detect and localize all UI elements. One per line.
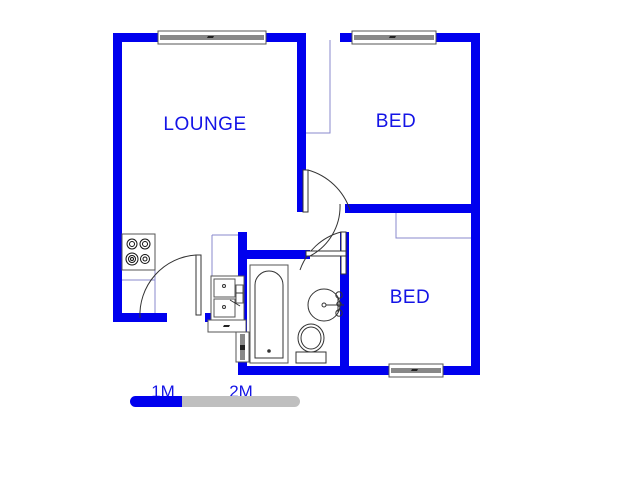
- doors: [139, 169, 351, 319]
- walls: [113, 33, 480, 375]
- windows: [157, 30, 444, 378]
- wall-south-bed-right: [443, 366, 480, 375]
- door-lounge-kitchen: [139, 254, 202, 319]
- wall-bed-bottom-west: [340, 232, 349, 375]
- scale-bar-segment-grey: [182, 396, 300, 407]
- wall-hall-north: [345, 204, 472, 213]
- fixtures-bathroom: [249, 264, 344, 364]
- room-label-bed-bottom: BED: [389, 287, 431, 308]
- bathtub-icon: [249, 264, 289, 364]
- room-label-lounge: LOUNGE: [163, 114, 247, 135]
- window-bed-bottom-south: [388, 363, 444, 378]
- door-bed-top: [302, 169, 351, 213]
- window-lounge-north: [157, 30, 267, 45]
- wall-south-bed-left: [333, 366, 389, 375]
- wall-west: [113, 33, 122, 322]
- scale-bar-segment-blue: [130, 396, 182, 407]
- window-bathroom-west: [235, 331, 250, 363]
- wall-south-bathroom: [238, 366, 338, 375]
- stove-cooktop-icon: [121, 233, 156, 271]
- wall-partition-lounge-bed: [297, 33, 306, 212]
- wall-north-mid: [266, 33, 306, 42]
- fixtures-kitchen: [121, 233, 247, 333]
- window-bed-top-north: [351, 30, 437, 45]
- room-label-bed-top: BED: [375, 111, 417, 132]
- toilet-icon: [295, 323, 327, 364]
- wall-east: [471, 33, 480, 375]
- wash-basin-icon: [307, 288, 344, 322]
- door-bathroom: [305, 203, 347, 257]
- wall-north-right: [436, 33, 480, 42]
- wall-north-bed-left: [340, 33, 352, 42]
- scale-bar: [130, 396, 300, 407]
- wall-north-left: [113, 33, 158, 42]
- wall-bathroom-north: [238, 250, 310, 259]
- kitchen-sink-icon: [207, 275, 247, 333]
- partition-lines: [120, 40, 472, 320]
